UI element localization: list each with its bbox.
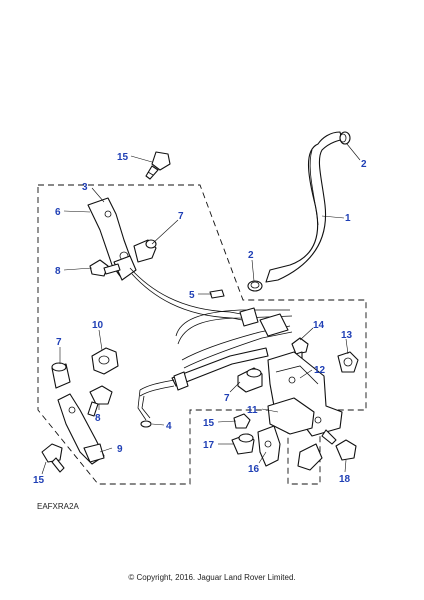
leader-lines [41,143,361,475]
part-4-fitting [140,420,152,428]
callout-8-top: 8 [55,266,61,277]
part-17-spacer [231,433,255,455]
part-9-bracket [57,393,105,465]
callout-17: 17 [203,440,215,451]
callout-2-mid: 2 [248,250,254,261]
part-11-clamp [267,397,315,435]
callout-5: 5 [189,290,195,301]
part-15-bolt-top [145,151,171,180]
callout-14: 14 [313,320,325,331]
part-5-clip [209,289,225,299]
callout-7-right: 7 [224,393,230,404]
part-8-bolt-upper [89,259,121,277]
part-2-hose-clip-lower [247,280,263,292]
part-1-hose [265,131,343,283]
callout-15-mid: 15 [203,418,215,429]
callout-16: 16 [248,464,260,475]
callout-6: 6 [55,207,61,218]
callout-8-lower: 8 [95,413,101,424]
part-12-bracket [267,351,343,437]
part-15-bolt-lower-left [41,443,65,473]
callout-11: 11 [247,405,258,416]
callout-13: 13 [341,330,353,341]
part-2-hose-clip-upper [339,131,351,145]
callout-4: 4 [166,421,172,432]
part-8-bolt-lower [87,385,113,417]
part-13-sensor [337,351,359,373]
part-15-bolt-small [233,413,251,429]
callout-15-top: 15 [117,152,129,163]
callout-2-top: 2 [361,159,367,170]
callout-15-bottom: 15 [33,475,45,486]
callout-10: 10 [92,320,104,331]
callout-7-top: 7 [178,211,184,222]
callout-3: 3 [82,182,88,193]
copyright-notice: © Copyright, 2016. Jaguar Land Rover Lim… [128,573,296,582]
part-16-bracket [257,425,281,467]
part-7-spacer-top [133,239,157,263]
part-18-bracket [297,443,323,471]
callout-9: 9 [117,444,123,455]
callout-18: 18 [339,474,351,485]
part-18-bolt [321,429,357,461]
part-10-clamp [91,347,119,375]
assembly-boundary [37,184,367,485]
callout-12: 12 [314,365,326,376]
part-7-spacer-left [51,362,71,389]
fuel-pipes [129,267,293,421]
callout-7-left: 7 [56,337,62,348]
part-7-spacer-right [237,367,263,393]
callout-1: 1 [345,213,351,224]
part-6-bracket [87,197,137,281]
figure-reference: EAFXRA2A [37,502,79,511]
